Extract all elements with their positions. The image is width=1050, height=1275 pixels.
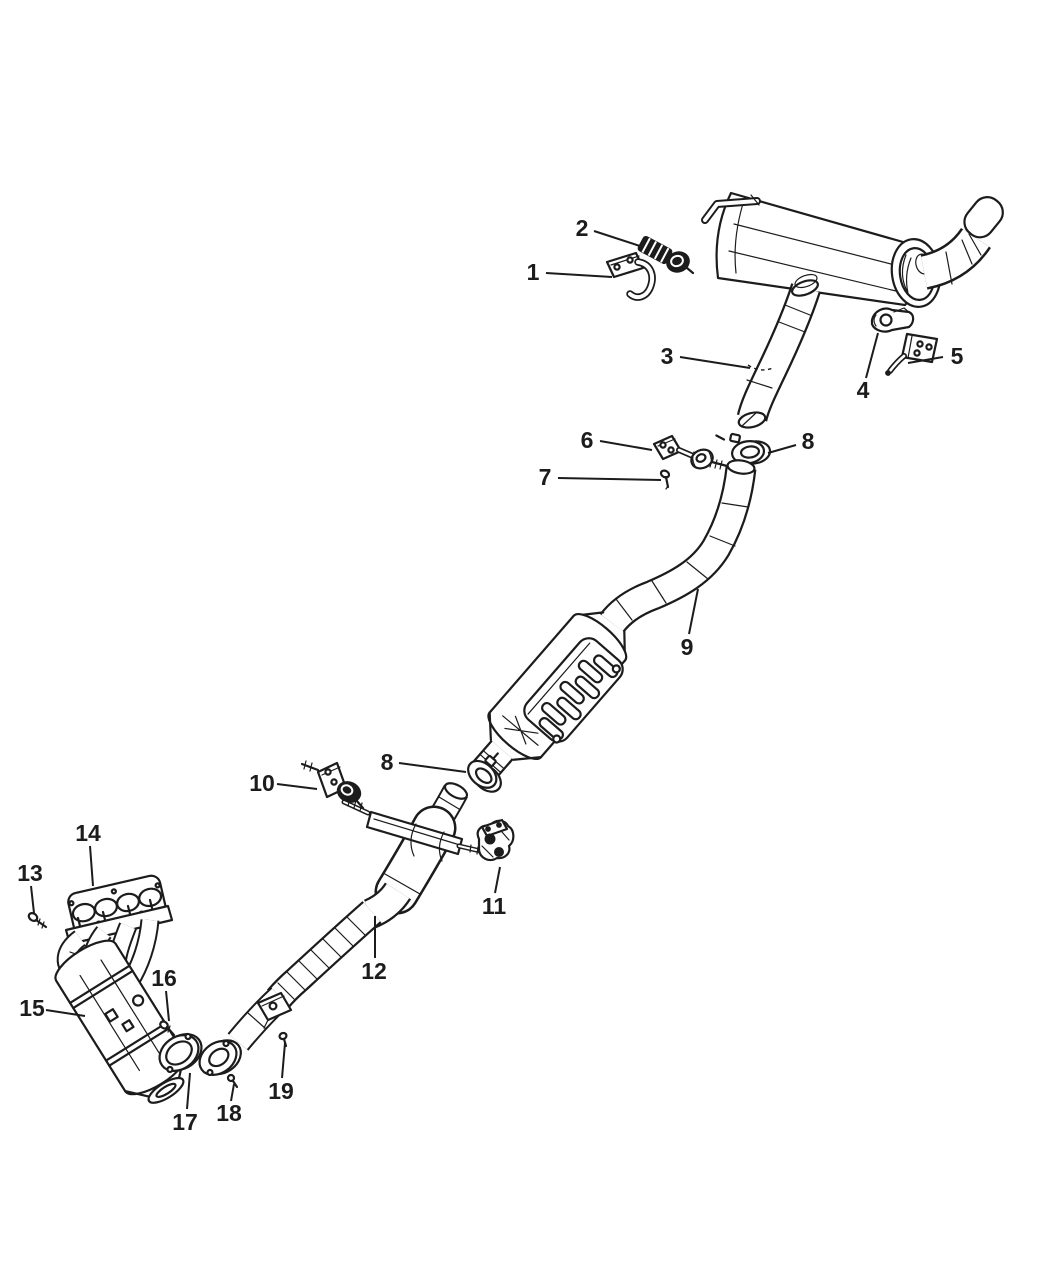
hanger-bracket-1 bbox=[605, 251, 656, 301]
callout-number-19: 19 bbox=[268, 1078, 294, 1104]
hanger-bracket-6 bbox=[652, 434, 729, 470]
callout-number-12: 12 bbox=[361, 958, 387, 984]
callout-number-13: 13 bbox=[17, 860, 43, 886]
callout-number-5: 5 bbox=[951, 343, 964, 369]
callout-16-leader-line bbox=[165, 990, 170, 1022]
callout-17-leader-line bbox=[186, 1072, 191, 1110]
isolator-2 bbox=[637, 235, 695, 275]
callout-3-leader-line bbox=[679, 356, 751, 369]
bolt-7 bbox=[659, 469, 671, 490]
intermediate-pipe-3 bbox=[736, 273, 821, 429]
bolt-18 bbox=[226, 1073, 239, 1089]
isolator-4 bbox=[870, 307, 915, 333]
front-pipe-flange bbox=[198, 1039, 242, 1077]
tailpipe-drawing bbox=[919, 196, 1004, 290]
callout-19-leader-line bbox=[281, 1042, 286, 1079]
callout-number-14: 14 bbox=[75, 820, 101, 846]
callout-number-3: 3 bbox=[661, 343, 674, 369]
callout-15-leader-line bbox=[45, 1009, 86, 1017]
callout-9-leader-line bbox=[688, 588, 699, 635]
callout-18-leader-line bbox=[230, 1083, 235, 1102]
callout-number-17: 17 bbox=[172, 1109, 198, 1135]
callout-number-1: 1 bbox=[527, 259, 540, 285]
exhaust-gasket-17 bbox=[158, 1032, 203, 1074]
callout-number-4: 4 bbox=[857, 377, 870, 403]
callout-number-15: 15 bbox=[19, 995, 45, 1021]
bolt-16 bbox=[159, 1020, 176, 1037]
callout-1-leader-line bbox=[545, 272, 613, 278]
callout-8-leader-line bbox=[398, 762, 467, 773]
muffler-drawing bbox=[715, 191, 942, 308]
callout-5-leader-line bbox=[907, 356, 944, 364]
muffler-hanger-rod bbox=[701, 194, 761, 224]
callout-6-leader-line bbox=[599, 440, 653, 451]
bolt-19 bbox=[278, 1031, 288, 1048]
clamp-8-lower bbox=[467, 752, 502, 793]
callout-7-leader-line bbox=[557, 477, 662, 481]
front-pipe-bracket bbox=[256, 991, 293, 1029]
callout-number-6: 6 bbox=[581, 427, 594, 453]
callout-number-10: 10 bbox=[249, 770, 275, 796]
callout-number-8: 8 bbox=[802, 428, 815, 454]
callout-14-leader-line bbox=[89, 845, 94, 887]
callout-number-7: 7 bbox=[539, 464, 552, 490]
isolator-11 bbox=[476, 818, 515, 862]
isolator-10 bbox=[300, 760, 365, 810]
callout-2-leader-line bbox=[593, 230, 644, 248]
callout-10-leader-line bbox=[276, 783, 318, 790]
callout-number-16: 16 bbox=[151, 965, 177, 991]
callout-number-8: 8 bbox=[381, 749, 394, 775]
callout-number-11: 11 bbox=[482, 893, 507, 919]
manifold-catalytic-converter-15 bbox=[54, 898, 187, 1104]
callout-13-leader-line bbox=[30, 885, 35, 914]
callout-number-18: 18 bbox=[216, 1100, 242, 1126]
extension-pipe-9 bbox=[599, 459, 757, 633]
bolt-13 bbox=[27, 912, 48, 929]
callout-8-leader-line bbox=[767, 444, 797, 454]
callout-number-9: 9 bbox=[681, 634, 694, 660]
callout-11-leader-line bbox=[494, 866, 501, 894]
callout-number-2: 2 bbox=[576, 215, 589, 241]
callout-4-leader-line bbox=[865, 332, 879, 379]
bracket-5 bbox=[885, 332, 939, 376]
